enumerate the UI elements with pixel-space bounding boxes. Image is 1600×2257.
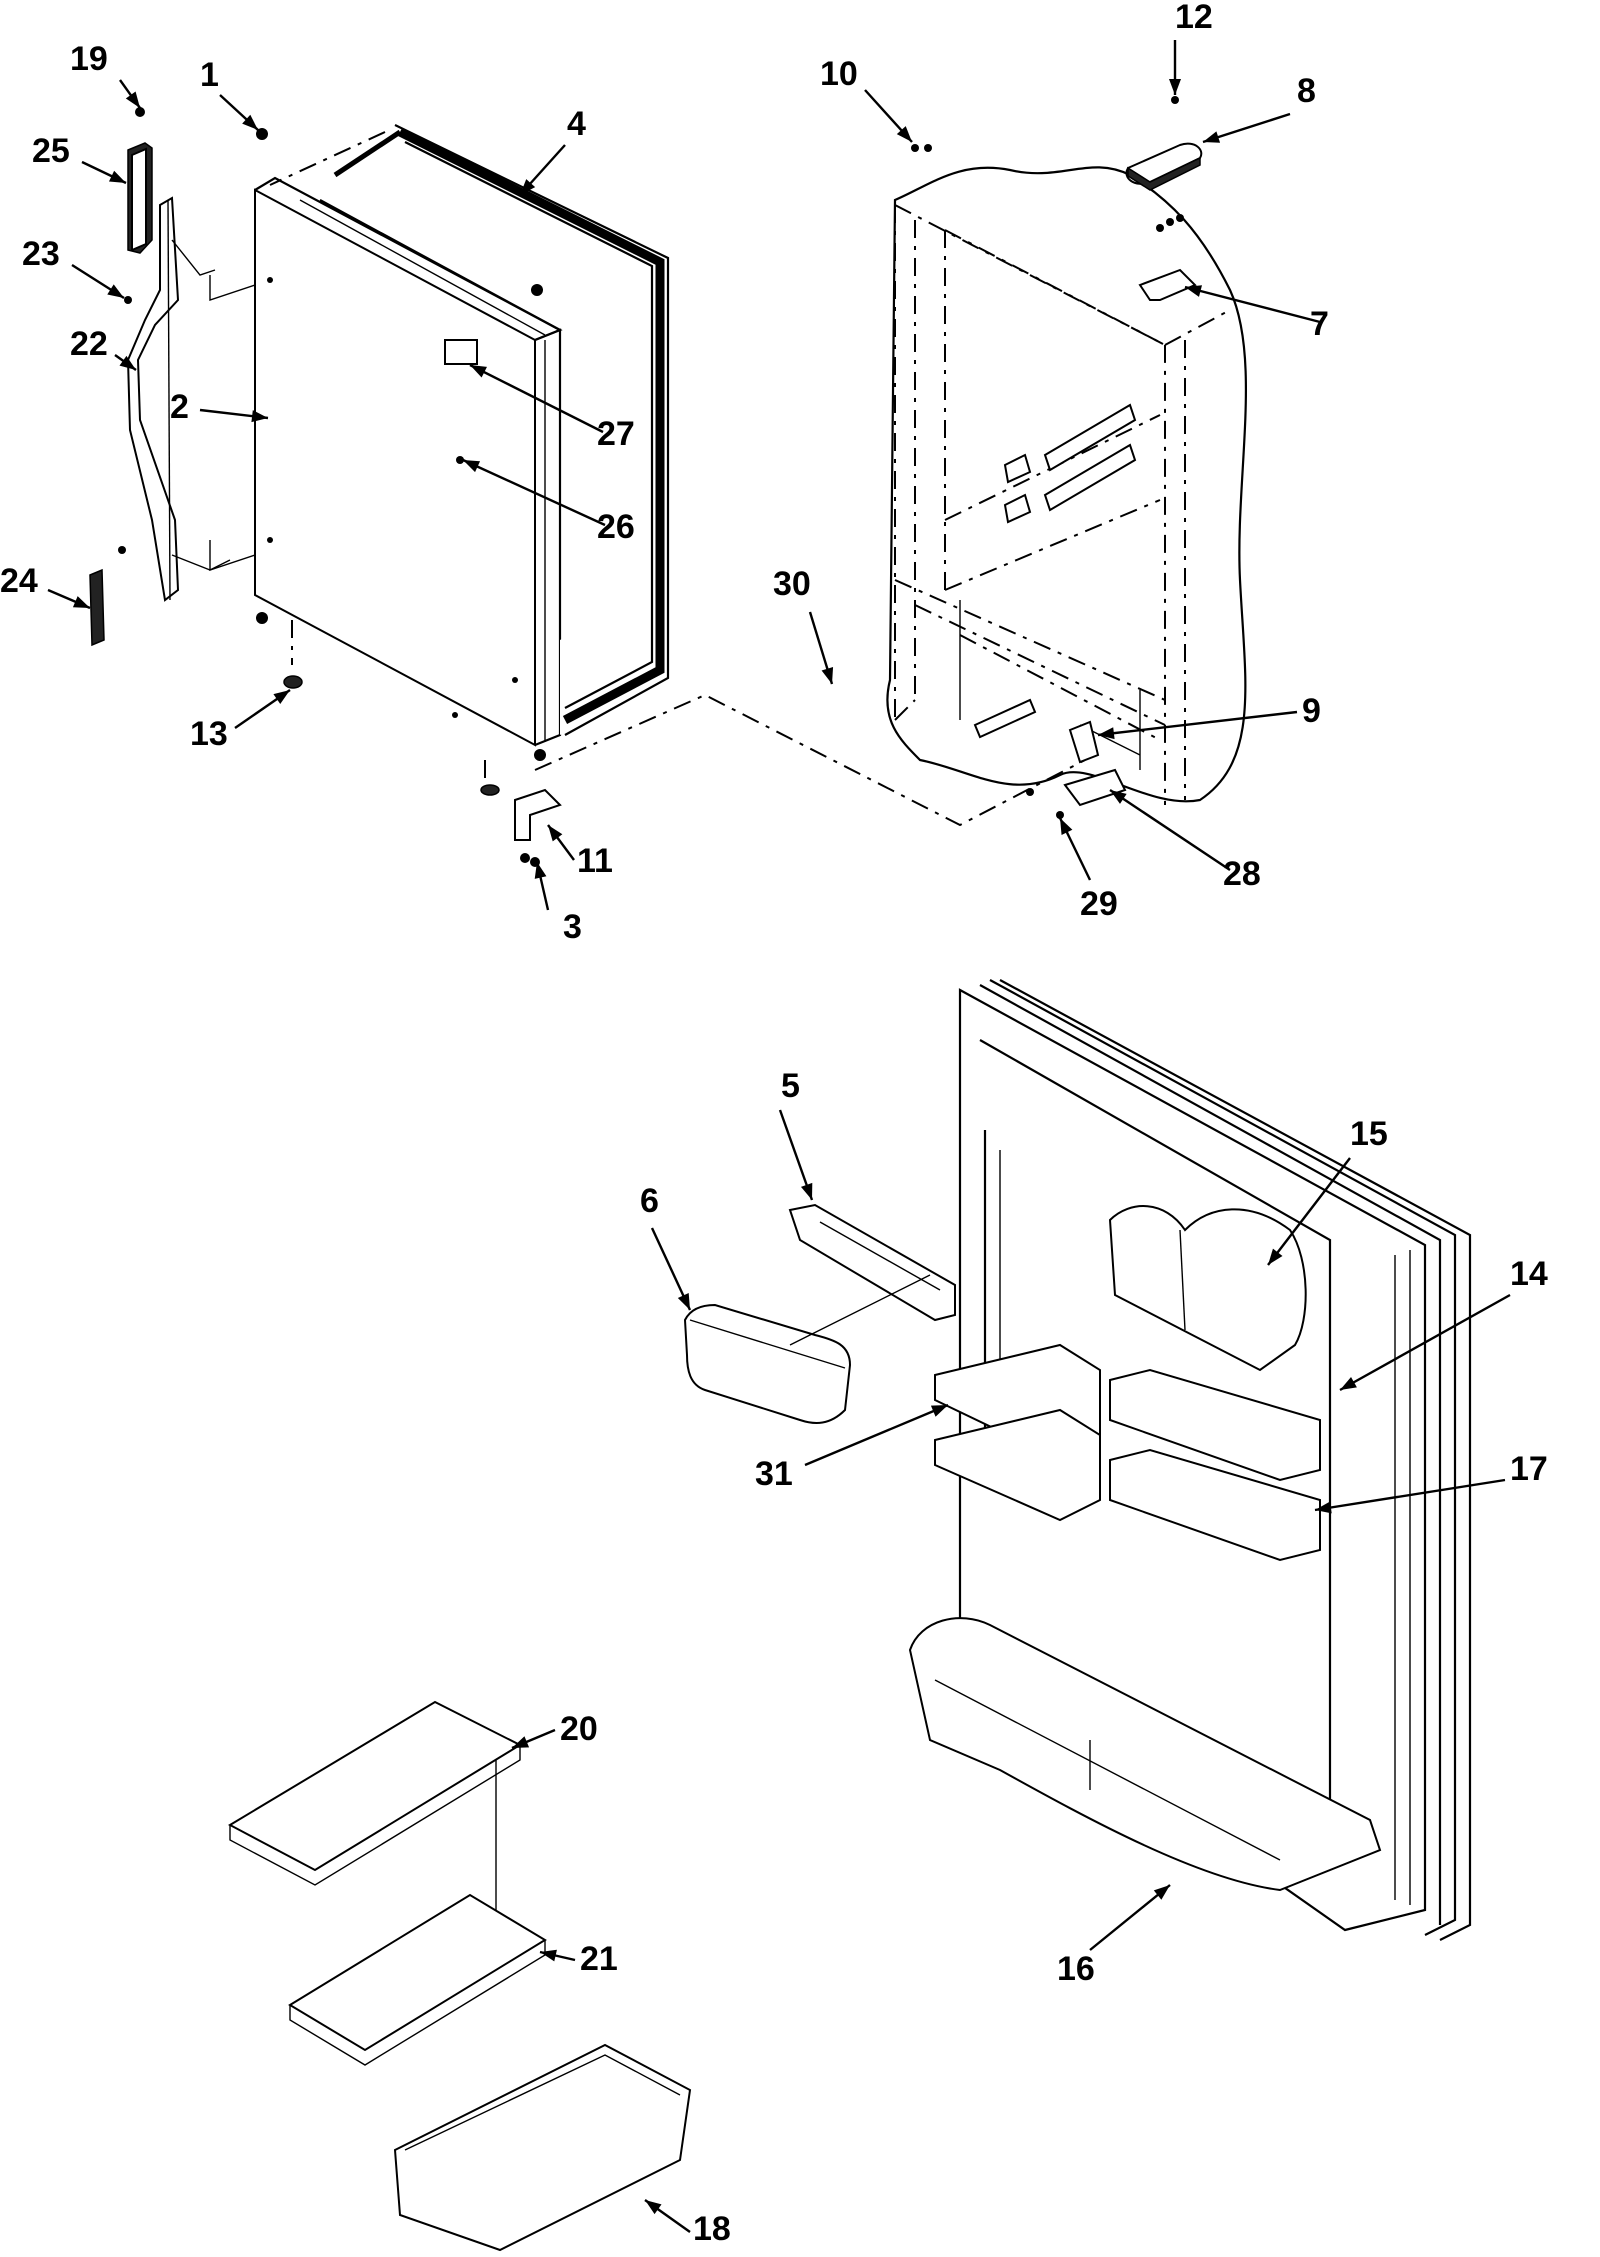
callout-label-25: 25 <box>32 132 70 170</box>
callout-label-14: 14 <box>1510 1255 1548 1293</box>
callout-arrowhead-30 <box>821 666 834 684</box>
callout-label-4: 4 <box>567 105 586 143</box>
callout-arrowhead-21 <box>540 1949 557 1962</box>
callout-label-23: 23 <box>22 235 60 273</box>
callout-arrowhead-25 <box>108 170 126 183</box>
callout-label-13: 13 <box>190 715 228 753</box>
lower-hinge <box>1063 768 1127 807</box>
door-dash-outline <box>269 131 1086 827</box>
callout-label-5: 5 <box>781 1067 800 1105</box>
callout-arrowhead-20 <box>512 1736 530 1748</box>
cabinet-outline <box>886 166 1248 805</box>
door-handle <box>126 196 256 602</box>
callout-label-24: 24 <box>0 562 38 600</box>
callout-arrowhead-24 <box>72 596 90 608</box>
callout-label-8: 8 <box>1297 72 1316 110</box>
callout-arrowhead-16 <box>1153 1885 1170 1900</box>
callout-leader-27 <box>469 363 604 434</box>
callout-arrowhead-19 <box>125 91 140 108</box>
callout-label-2: 2 <box>170 388 189 426</box>
callout-leader-14 <box>1339 1293 1511 1392</box>
callout-label-15: 15 <box>1350 1115 1388 1153</box>
callout-label-16: 16 <box>1057 1950 1095 1988</box>
callout-leader-7 <box>1184 285 1321 324</box>
callout-label-18: 18 <box>693 2210 731 2248</box>
callout-arrowhead-14 <box>1340 1376 1357 1390</box>
callout-label-6: 6 <box>640 1182 659 1220</box>
callout-arrowhead-18 <box>645 2200 662 2215</box>
callout-arrowhead-17 <box>1315 1501 1332 1514</box>
callout-label-22: 22 <box>70 325 108 363</box>
callout-leader-28 <box>1109 789 1231 871</box>
bottom-hinge <box>514 788 562 841</box>
handle-bottom-trim <box>89 568 105 647</box>
storage-bin <box>393 2043 692 2252</box>
handle-top-trim-face <box>131 147 147 252</box>
door-gasket <box>333 124 670 736</box>
callout-arrowhead-1 <box>242 114 258 130</box>
callout-label-3: 3 <box>563 908 582 946</box>
callout-label-29: 29 <box>1080 885 1118 923</box>
callout-arrowhead-8 <box>1203 131 1221 143</box>
callout-leader-16 <box>1089 1884 1171 1951</box>
callout-leader-17 <box>1314 1478 1506 1512</box>
callout-arrowhead-28 <box>1110 790 1127 804</box>
callout-arrowhead-15 <box>1268 1248 1283 1265</box>
callout-label-7: 7 <box>1310 305 1329 343</box>
callout-arrowhead-7 <box>1185 285 1202 297</box>
callout-label-20: 20 <box>560 1710 598 1748</box>
callout-arrowhead-29 <box>1060 818 1073 836</box>
callout-arrowhead-27 <box>470 365 487 378</box>
screws <box>118 107 546 867</box>
callout-arrowhead-5 <box>800 1182 813 1200</box>
callout-arrowhead-2 <box>251 410 268 423</box>
callout-arrowhead-10 <box>896 126 912 142</box>
door-stop-bumper <box>480 784 500 796</box>
callout-label-9: 9 <box>1302 692 1321 730</box>
callout-labels: 1234567891011121314151617181920212223242… <box>0 0 1548 2248</box>
callout-arrowhead-4 <box>520 179 536 195</box>
callout-label-11: 11 <box>577 842 613 880</box>
callout-leader-9 <box>1097 710 1298 737</box>
callout-arrowhead-23 <box>107 284 124 298</box>
callout-arrowhead-12 <box>1169 79 1181 95</box>
callout-arrowhead-6 <box>677 1292 690 1310</box>
door-liner <box>908 979 1472 1941</box>
callout-arrowhead-3 <box>534 862 547 879</box>
top-hinge <box>1138 268 1197 301</box>
callout-label-21: 21 <box>580 1940 618 1978</box>
callout-leaders <box>47 40 1511 2233</box>
callout-label-30: 30 <box>773 565 811 603</box>
callout-leader-31 <box>804 1403 949 1467</box>
callout-label-1: 1 <box>200 56 219 94</box>
door-bumper <box>283 675 303 689</box>
callout-arrowhead-26 <box>463 460 481 473</box>
callout-label-19: 19 <box>70 40 108 78</box>
small-door-bin <box>683 1303 852 1424</box>
callout-label-17: 17 <box>1510 1450 1548 1488</box>
callout-label-27: 27 <box>597 415 635 453</box>
callout-leader-26 <box>462 458 606 527</box>
lower-hinge-bracket <box>1068 720 1100 764</box>
callout-label-28: 28 <box>1223 855 1261 893</box>
callout-label-31: 31 <box>755 1455 793 1493</box>
callout-label-12: 12 <box>1175 0 1213 36</box>
callout-arrowhead-31 <box>930 1405 948 1417</box>
callout-arrowhead-13 <box>273 690 290 705</box>
egg-tray <box>288 1893 547 2066</box>
callout-arrowhead-11 <box>548 825 563 842</box>
callout-arrowhead-22 <box>119 355 136 370</box>
callout-label-10: 10 <box>820 55 858 93</box>
callout-label-26: 26 <box>597 508 635 546</box>
door-panel <box>254 176 563 747</box>
door-rail <box>788 1203 956 1322</box>
callout-leader-15 <box>1267 1157 1351 1266</box>
callout-arrowhead-9 <box>1098 727 1115 740</box>
